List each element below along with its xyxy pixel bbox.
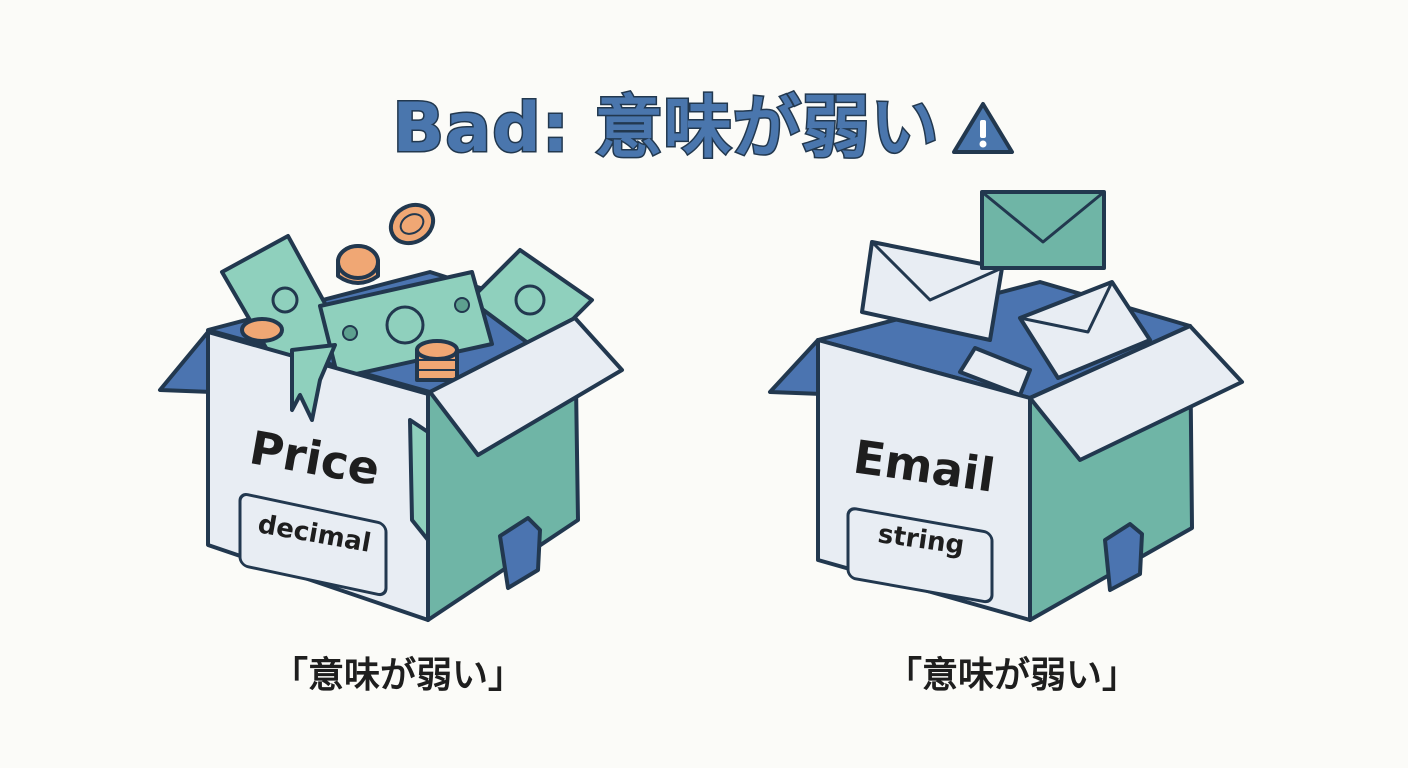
email-caption: 「意味が弱い」 <box>885 655 1139 696</box>
title: Bad: 意味が弱い <box>0 72 1408 171</box>
envelope-icon <box>860 240 1004 342</box>
title-text: Bad: 意味が弱い <box>391 88 940 170</box>
coin-stack <box>415 339 459 382</box>
price-box <box>158 202 624 622</box>
coin <box>240 317 284 343</box>
coin <box>336 244 380 285</box>
email-box <box>768 190 1244 622</box>
coin <box>388 202 436 246</box>
envelope-icon <box>958 346 1032 397</box>
price-caption: 「意味が弱い」 <box>271 655 525 696</box>
envelope-icon <box>1018 280 1152 380</box>
warning-triangle-icon <box>950 100 1016 156</box>
envelope-icon <box>980 190 1106 270</box>
